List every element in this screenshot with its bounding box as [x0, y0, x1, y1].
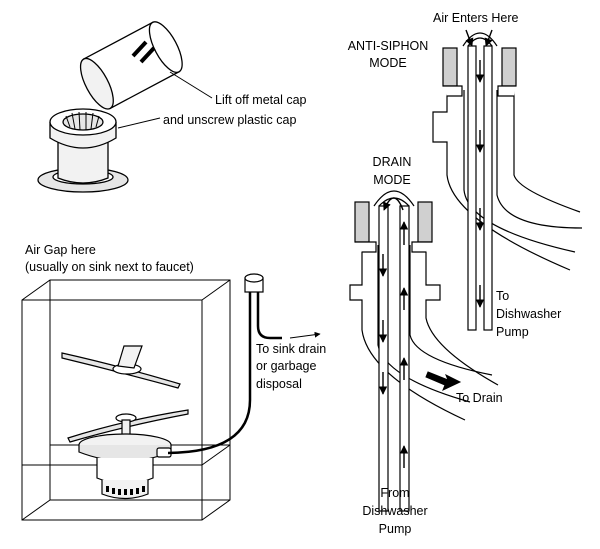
air-gap-small	[244, 273, 264, 293]
sink-drain-label-line-1: To sink drain	[256, 342, 326, 356]
air-gap-label-line-2: (usually on sink next to faucet)	[25, 260, 194, 274]
anti-siphon-label-line-2: MODE	[369, 56, 407, 70]
sink-drain-hose	[256, 290, 282, 340]
drain-mode-label-line-2: MODE	[373, 173, 411, 187]
anti-siphon-cross-section	[432, 32, 583, 331]
air-gap-cap-illustration	[37, 21, 213, 193]
to-pump-label-line-2: Dishwasher	[496, 307, 561, 321]
anti-siphon-label-line-1: ANTI-SIPHON	[348, 39, 429, 53]
spray-arm-upper	[61, 345, 181, 389]
to-pump-label-line-1: To	[496, 289, 509, 303]
to-drain-arrow	[425, 371, 462, 391]
to-pump-label-line-3: Pump	[496, 325, 529, 339]
air-gap-label-line-1: Air Gap here	[25, 243, 96, 257]
to-sink-arrow	[289, 331, 321, 339]
to-drain-label: To Drain	[456, 391, 503, 405]
sink-drain-label-line-2: or garbage	[256, 359, 317, 373]
cap-instruction-line-1: Lift off metal cap	[215, 93, 307, 107]
drain-hose	[167, 290, 252, 455]
drain-mode-arrows	[378, 197, 409, 468]
sink-drain-label-line-3: disposal	[256, 377, 302, 391]
spray-arm-lower	[67, 409, 189, 443]
drain-mode-label-line-1: DRAIN	[373, 155, 412, 169]
pump-assembly	[78, 433, 172, 500]
cap-instruction-line-2: and unscrew plastic cap	[163, 113, 296, 127]
from-pump-label-line-1: From	[380, 486, 409, 500]
anti-siphon-arrows	[465, 29, 493, 308]
from-pump-label-line-3: Pump	[379, 522, 412, 536]
air-enters-label: Air Enters Here	[433, 11, 518, 25]
from-pump-label-line-2: Dishwasher	[362, 504, 427, 518]
